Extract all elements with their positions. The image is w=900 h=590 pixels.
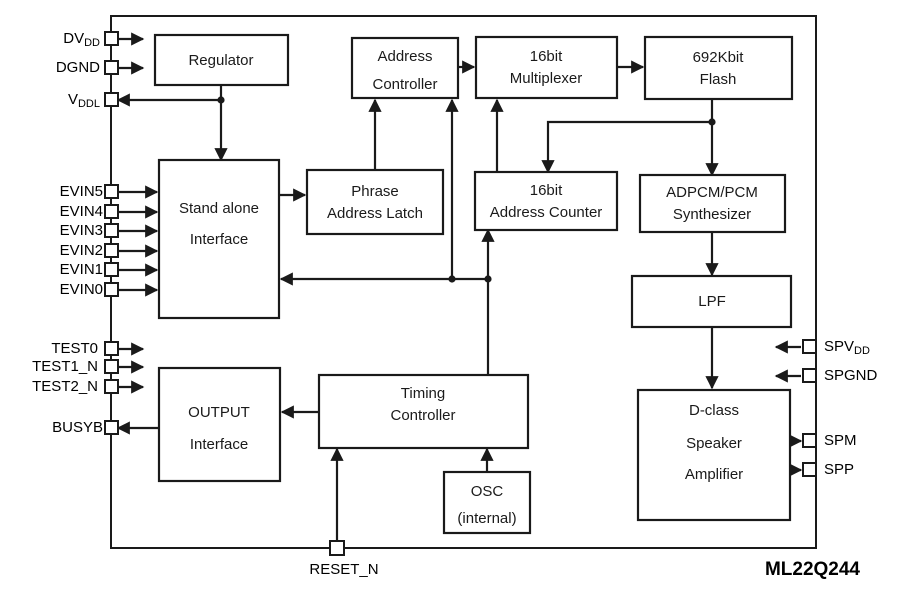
block-timing-controller[interactable] <box>317 373 530 450</box>
pin-label-evin2: EVIN2 <box>60 242 103 259</box>
block-address-controller[interactable] <box>350 36 460 100</box>
pin-label-spgnd: SPGND <box>824 367 878 384</box>
pad-test2n[interactable] <box>104 379 119 394</box>
pin-label-vddl-base: V <box>68 91 78 108</box>
pin-label-test1n: TEST1_N <box>32 358 98 375</box>
block-regulator-line-0: Regulator <box>188 52 253 69</box>
pad-test0[interactable] <box>104 341 119 356</box>
block-phrase-address-latch-line-0: Phrase <box>351 183 399 200</box>
block-multiplexer-line-0: 16bit <box>530 48 563 65</box>
block-output-interface[interactable] <box>157 366 282 483</box>
pad-evin0[interactable] <box>104 282 119 297</box>
pin-labels-group: DVDD DGND VDDL EVIN5 EVIN4 EVIN3 EVIN2 E… <box>32 30 877 578</box>
block-address-counter-line-1: Address Counter <box>490 204 603 221</box>
pad-evin4[interactable] <box>104 204 119 219</box>
part-number-label: ML22Q244 <box>765 559 860 580</box>
block-address-counter[interactable] <box>473 170 619 232</box>
pad-vddl[interactable] <box>104 92 119 107</box>
block-output-interface-line-1: Interface <box>190 436 248 453</box>
block-osc[interactable] <box>442 470 532 535</box>
block-phrase-address-latch-line-1: Address Latch <box>327 205 423 222</box>
block-stand-alone-interface-line-0: Stand alone <box>179 200 259 217</box>
pad-spvdd[interactable] <box>802 339 817 354</box>
block-timing-controller-line-1: Controller <box>390 407 455 424</box>
block-multiplexer-line-1: Multiplexer <box>510 70 583 87</box>
pin-label-dgnd-base: DGND <box>56 59 100 76</box>
pin-label-test0: TEST0 <box>51 340 98 357</box>
pin-label-dgnd: DGND <box>56 59 100 76</box>
block-speaker-amplifier-line-0: D-class <box>689 402 739 419</box>
block-speaker-amplifier-line-2: Amplifier <box>685 466 743 483</box>
pad-busyb[interactable] <box>104 420 119 435</box>
pad-evin3[interactable] <box>104 223 119 238</box>
pad-test1n[interactable] <box>104 359 119 374</box>
block-flash[interactable] <box>643 35 794 101</box>
pad-resetn[interactable] <box>329 540 345 556</box>
block-stand-alone-interface[interactable] <box>157 158 281 320</box>
pin-label-spm: SPM <box>824 432 857 449</box>
block-lpf[interactable] <box>630 274 793 329</box>
block-speaker-amplifier[interactable] <box>636 388 792 522</box>
pin-label-spvdd-sub: DD <box>854 345 870 357</box>
block-adpcm-synthesizer[interactable] <box>638 173 787 234</box>
pin-label-vddl-sub: DDL <box>78 98 100 110</box>
pad-evin1[interactable] <box>104 262 119 277</box>
blocks-group: Regulator Address Controller 16bit Multi… <box>153 33 794 535</box>
pin-label-evin3: EVIN3 <box>60 222 103 239</box>
pin-label-evin4: EVIN4 <box>60 203 103 220</box>
pin-label-dvdd-sub: DD <box>84 37 100 49</box>
wire-group <box>116 32 803 548</box>
pin-label-vddl: VDDL <box>68 91 100 110</box>
wire-flash-to-counter <box>541 120 712 174</box>
block-adpcm-synthesizer-line-1: Synthesizer <box>673 206 751 223</box>
junction-dot-regulator-vddl <box>217 96 225 104</box>
pad-spp[interactable] <box>802 462 817 477</box>
block-address-counter-line-0: 16bit <box>530 182 563 199</box>
pad-dvdd[interactable] <box>104 31 119 46</box>
block-speaker-amplifier-line-1: Speaker <box>686 435 742 452</box>
pin-label-dvdd-base: DV <box>63 30 84 47</box>
pin-label-busyb: BUSYB <box>52 419 103 436</box>
block-flash-line-0: 692Kbit <box>693 49 745 66</box>
block-stand-alone-interface-line-1: Interface <box>190 231 248 248</box>
block-phrase-address-latch[interactable] <box>305 168 445 236</box>
pad-evin2[interactable] <box>104 243 119 258</box>
junction-dot-bus-a <box>448 275 456 283</box>
block-flash-line-1: Flash <box>700 71 737 88</box>
block-address-controller-line-1: Controller <box>372 76 437 93</box>
block-multiplexer[interactable] <box>474 35 619 100</box>
pad-spgnd[interactable] <box>802 368 817 383</box>
pin-label-dvdd: DVDD <box>63 30 100 49</box>
pin-label-test2n: TEST2_N <box>32 378 98 395</box>
pad-evin5[interactable] <box>104 184 119 199</box>
block-osc-line-1: (internal) <box>457 510 516 527</box>
pin-label-evin1: EVIN1 <box>60 261 103 278</box>
block-osc-line-0: OSC <box>471 483 504 500</box>
pin-label-evin0: EVIN0 <box>60 281 103 298</box>
block-timing-controller-line-0: Timing <box>401 385 445 402</box>
junction-dot-flash-branch <box>708 118 716 126</box>
block-adpcm-synthesizer-line-0: ADPCM/PCM <box>666 184 758 201</box>
block-lpf-line-0: LPF <box>698 293 726 310</box>
pad-spm[interactable] <box>802 433 817 448</box>
pin-label-spvdd-base: SPV <box>824 338 854 355</box>
block-regulator[interactable] <box>153 33 290 87</box>
pin-label-resetn: RESET_N <box>309 561 378 578</box>
block-address-controller-line-0: Address <box>377 48 432 65</box>
pad-dgnd[interactable] <box>104 60 119 75</box>
pin-label-evin5: EVIN5 <box>60 183 103 200</box>
block-output-interface-line-0: OUTPUT <box>188 404 250 421</box>
pads-group <box>104 31 817 556</box>
pin-label-spvdd: SPVDD <box>824 338 870 357</box>
pin-label-spp: SPP <box>824 461 854 478</box>
